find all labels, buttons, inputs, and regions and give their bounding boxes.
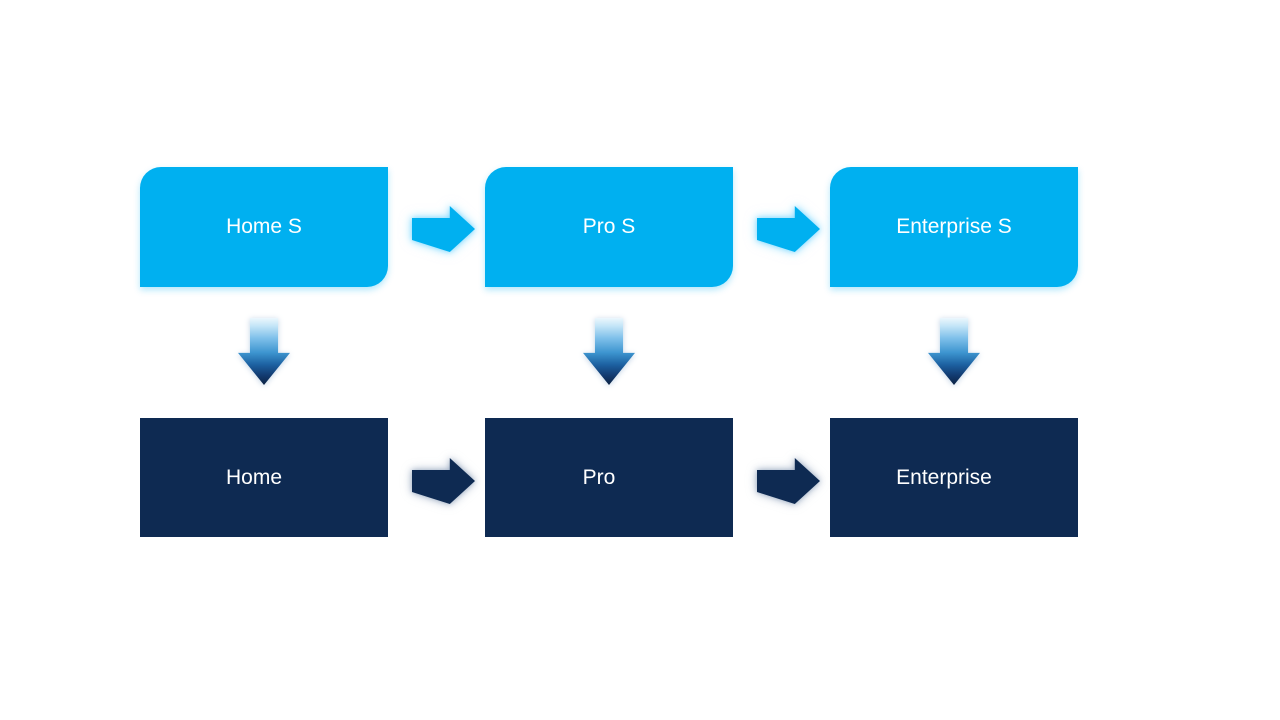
node-label: Home [225,465,283,489]
node-enterprise-s: Enterprise S [830,167,1078,287]
node-label: Enterprise [896,465,992,489]
node-label: Enterprise S [896,215,1012,239]
right-arrow-shape [757,458,820,504]
down-arrow-icon [928,318,980,385]
node-label: Pro S [582,215,636,239]
node-pro: Pro [485,418,733,537]
down-arrow-shape [928,318,980,385]
right-arrow-icon [757,206,820,252]
right-arrow-icon [412,206,475,252]
node-enterprise: Enterprise [830,418,1078,537]
right-arrow-shape [757,206,820,252]
node-home: Home [140,418,388,537]
node-label: Home S [226,215,302,239]
right-arrow-icon [412,458,475,504]
right-arrow-shape [412,458,475,504]
node-home-s: Home S [140,167,388,287]
right-arrow-shape [412,206,475,252]
down-arrow-shape [238,318,290,385]
down-arrow-icon [238,318,290,385]
down-arrow-icon [583,318,635,385]
node-label: Pro [582,465,616,489]
down-arrow-shape [583,318,635,385]
right-arrow-icon [757,458,820,504]
node-pro-s: Pro S [485,167,733,287]
